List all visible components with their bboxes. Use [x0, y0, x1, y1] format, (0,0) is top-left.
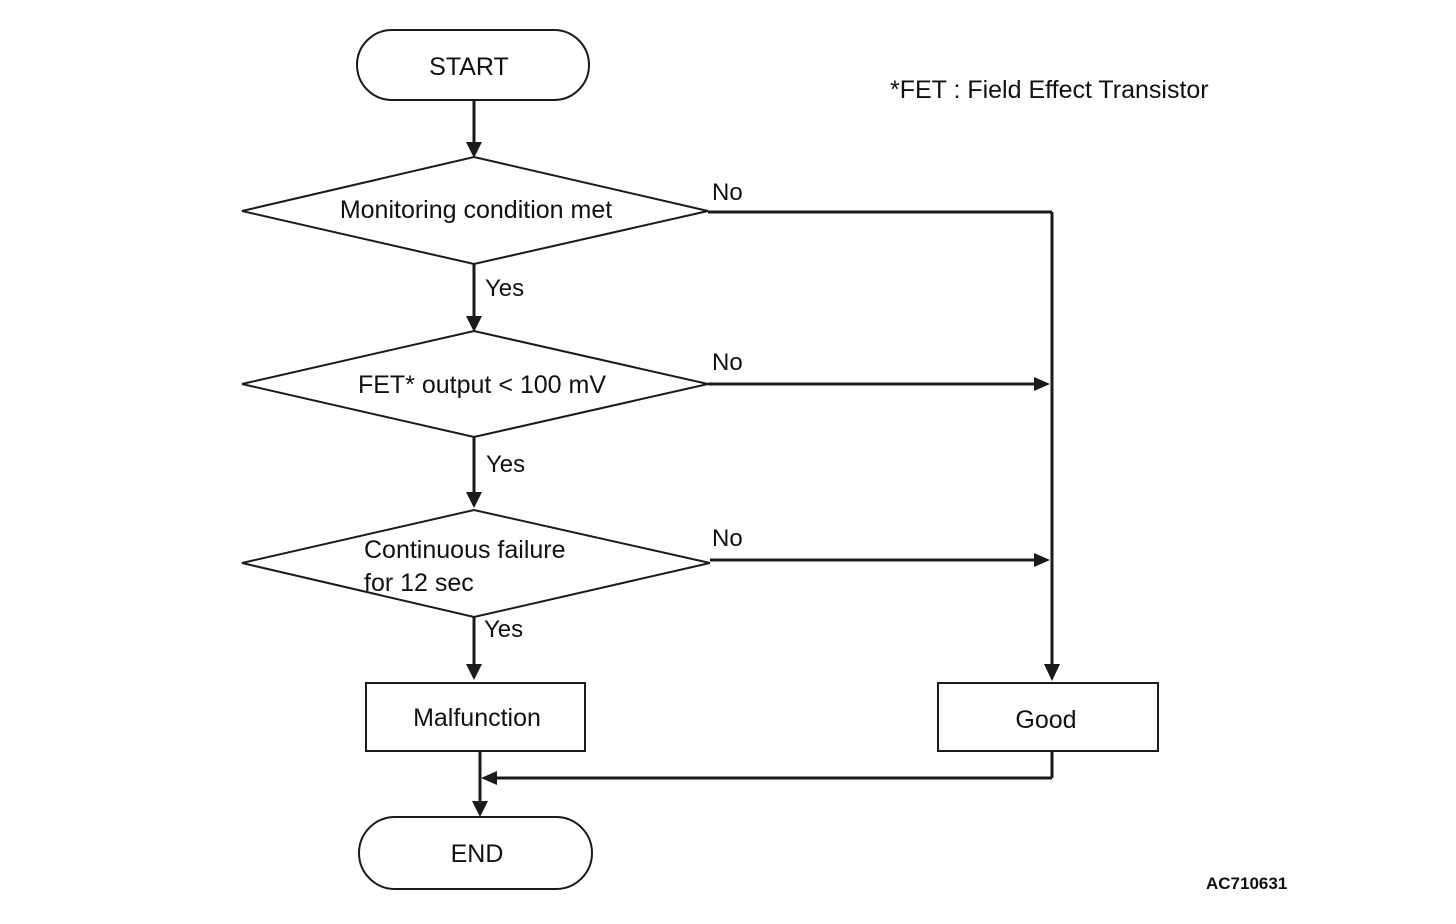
decision-continuous-failure-label-line-2: for 12 sec — [364, 569, 474, 597]
arrowhead-right-icon — [1034, 377, 1050, 391]
end-label: END — [451, 840, 504, 868]
arrowhead-down-icon — [472, 801, 488, 817]
decision-2-no-label: No — [712, 349, 743, 376]
malfunction-box — [365, 682, 586, 752]
decision-3-yes-label: Yes — [484, 616, 523, 643]
decision-continuous-failure — [241, 508, 711, 619]
malfunction-label: Malfunction — [413, 704, 541, 732]
decision-3-no-label: No — [712, 525, 743, 552]
decision-fet-output-label: FET* output < 100 mV — [358, 371, 606, 399]
fet-note: *FET : Field Effect Transistor — [890, 76, 1209, 104]
arrowhead-down-icon — [1044, 664, 1060, 681]
start-label: START — [429, 53, 509, 81]
arrowhead-down-icon — [466, 316, 482, 332]
figure-code: AC710631 — [1206, 874, 1287, 893]
good-label: Good — [1015, 706, 1076, 734]
decision-2-yes-label: Yes — [486, 451, 525, 478]
decision-1-no-label: No — [712, 179, 743, 206]
decision-continuous-failure-label-line-1: Continuous failure — [364, 536, 566, 564]
decision-1-yes-label: Yes — [485, 275, 524, 302]
decision-monitoring-condition-label: Monitoring condition met — [340, 196, 612, 224]
end-terminal — [358, 816, 593, 890]
arrowhead-down-icon — [466, 664, 482, 680]
arrowhead-down-icon — [466, 142, 482, 158]
arrowhead-left-icon — [481, 771, 497, 785]
arrowhead-down-icon — [466, 492, 482, 508]
arrowhead-right-icon — [1034, 553, 1050, 567]
good-box — [937, 682, 1159, 752]
